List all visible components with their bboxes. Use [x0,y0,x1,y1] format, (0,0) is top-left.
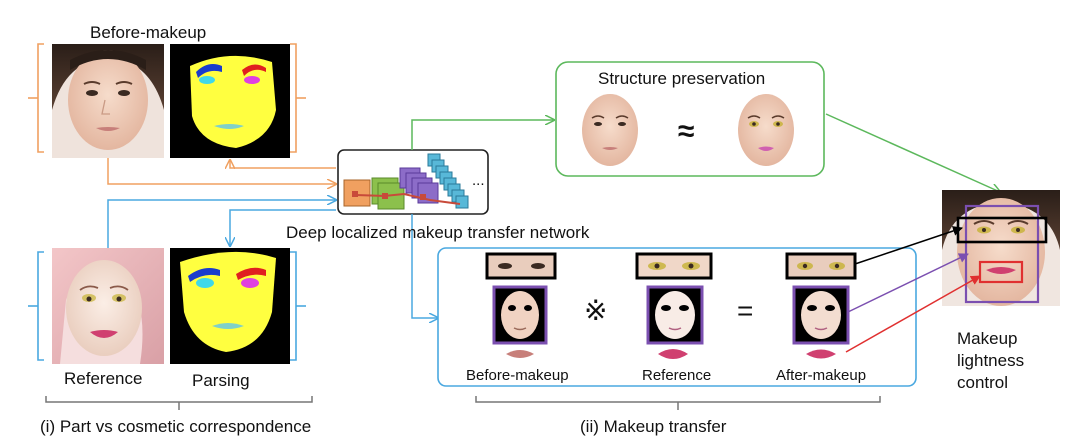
approx-symbol: ≈ [678,115,695,148]
reference-label: Reference [64,369,143,388]
transfer-to-result-arrows [845,226,981,353]
before-face-mask [492,285,548,345]
before-lips [506,350,534,358]
network-caption: Deep localized makeup transfer network [286,223,590,242]
reference-lips [658,349,688,359]
structure-preservation-box [555,61,825,177]
structure-face-after [738,94,794,166]
reference-eye-strip [635,252,713,280]
reference-parsing-map [170,248,290,364]
section-braces [45,396,881,410]
makeup-transfer-box [437,247,917,387]
after-lips [806,349,836,359]
result-lip-region-box [978,260,1024,284]
blue-connector-arrows [107,200,438,318]
structure-face-before [582,94,638,166]
transfer-reference-label: Reference [642,367,712,384]
lightness-label-line-2: lightness [957,351,1025,370]
after-eye-strip [785,252,857,280]
makeup-transfer-caption: (ii) Makeup transfer [580,417,727,436]
before-makeup-top-label: Before-makeup [90,23,207,42]
blue-brackets [28,251,306,361]
network-box [337,149,489,215]
result-face-photo [942,190,1060,306]
equals-symbol: = [737,295,754,326]
parsing-label: Parsing [192,371,250,390]
reference-face-photo [52,248,164,364]
before-makeup-parsing-map [170,44,290,158]
conv-layer-stack [343,153,469,210]
transfer-after-makeup-label: After-makeup [776,367,867,384]
network-ellipsis: ... [472,172,485,189]
before-makeup-face-photo [52,44,164,158]
after-face-mask [792,285,850,345]
transfer-operator-symbol: ※ [584,295,608,326]
orange-brackets [28,43,306,153]
reference-face-mask [646,285,704,345]
transfer-before-makeup-label: Before-makeup [466,367,569,384]
lightness-label-line-3: control [957,373,1009,392]
orange-input-arrows [107,158,336,184]
green-connector-arrows [411,113,1000,192]
structure-preservation-label: Structure preservation [598,69,766,88]
part-correspondence-caption: (i) Part vs cosmetic correspondence [40,417,312,436]
lightness-label-line-1: Makeup [957,329,1018,348]
before-eye-strip [485,252,557,280]
